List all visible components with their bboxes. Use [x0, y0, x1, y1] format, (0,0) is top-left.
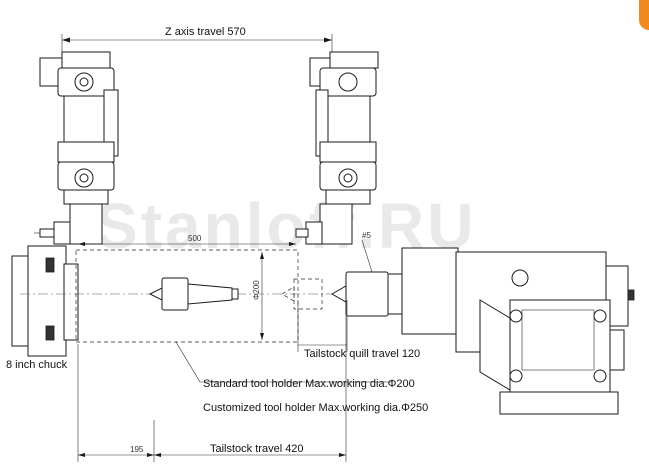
bottom-dimensions: 195 Tailstock travel 420 [77, 316, 347, 462]
work-envelope [75, 249, 299, 343]
tailstock-travel-label: Tailstock travel 420 [210, 443, 304, 455]
quill-retracted-outline [281, 278, 323, 310]
right-turret [295, 51, 379, 245]
chuck-label: 8 inch chuck [6, 359, 68, 371]
tailstock: #5 [330, 231, 635, 415]
length-500-text: 500 [188, 234, 202, 243]
diameter-200-text: Φ200 [252, 280, 261, 300]
customized-holder-label: Customized tool holder Max.working dia.Φ… [203, 402, 428, 414]
left-turret [34, 51, 119, 245]
live-center [148, 277, 239, 311]
offset-195-text: 195 [130, 445, 144, 454]
mark-5-text: #5 [362, 231, 371, 240]
length-dimension: 500 [78, 234, 296, 246]
quill-travel-label: Tailstock quill travel 120 [304, 348, 420, 360]
std-holder-leader [175, 341, 201, 383]
chuck [11, 245, 79, 357]
z-axis-travel-label: Z axis travel 570 [165, 26, 246, 38]
corner-badge[interactable] [639, 0, 649, 30]
standard-holder-label: Standard tool holder Max.working dia.Φ20… [203, 378, 415, 390]
diameter-dimension: Φ200 [252, 252, 264, 340]
quill-travel-dimension: Tailstock quill travel 120 [297, 300, 420, 360]
